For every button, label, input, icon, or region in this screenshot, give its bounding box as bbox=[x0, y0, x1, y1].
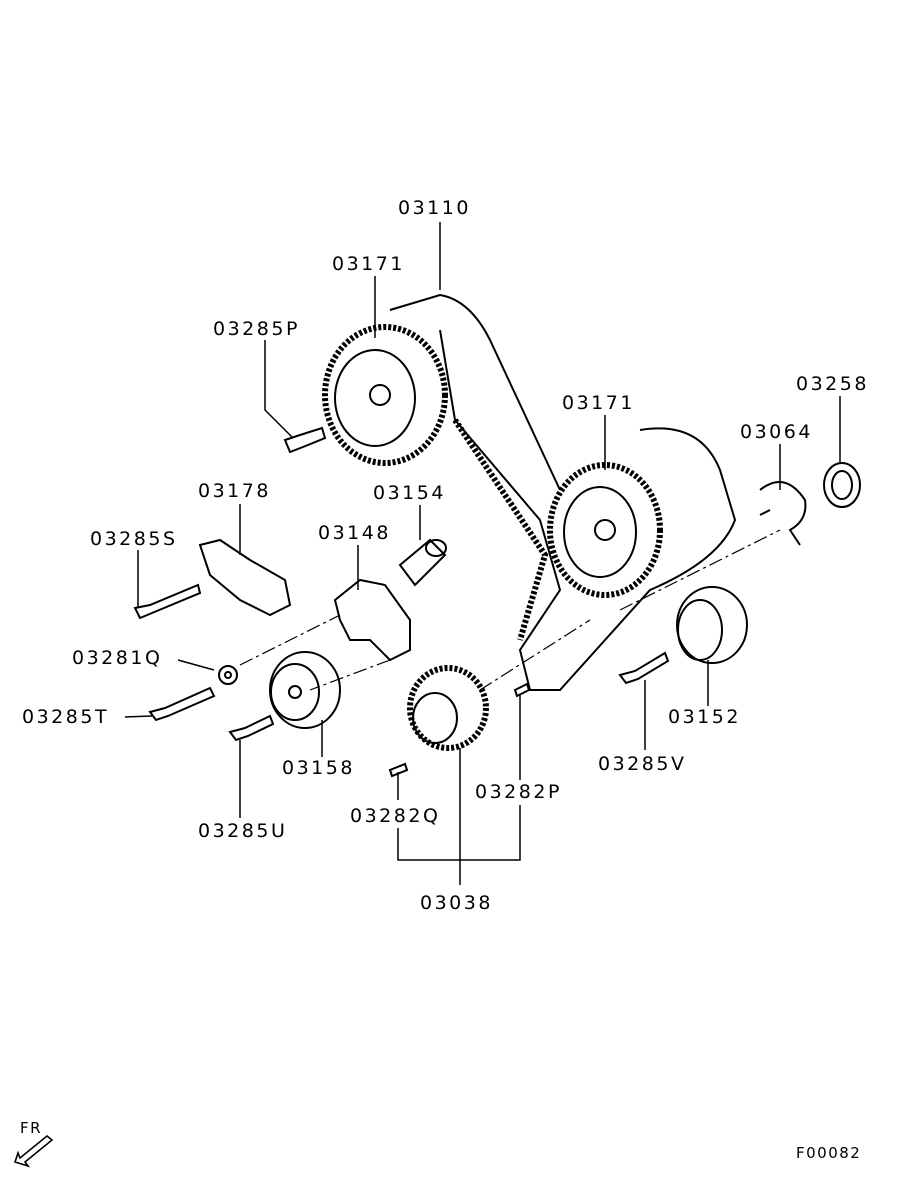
bushing bbox=[398, 538, 447, 587]
label-bolt-s: 03285S bbox=[90, 528, 178, 550]
label-bolt-t: 03285T bbox=[22, 706, 110, 728]
tensioner-arm bbox=[333, 578, 411, 662]
leader-lines bbox=[124, 222, 841, 885]
washer bbox=[218, 665, 238, 685]
label-tensioner-pulley: 03158 bbox=[282, 757, 355, 779]
cam-sprocket-right bbox=[547, 462, 663, 598]
oil-seal bbox=[823, 462, 861, 508]
bolt-p bbox=[283, 426, 327, 454]
label-key-q: 03282Q bbox=[350, 805, 441, 827]
cam-sprocket-left bbox=[322, 324, 448, 466]
auto-tensioner bbox=[198, 538, 292, 617]
label-idler-pulley: 03152 bbox=[668, 706, 741, 728]
idler-pulley bbox=[676, 586, 748, 664]
bolt-t bbox=[148, 686, 216, 722]
label-auto-tensioner: 03178 bbox=[198, 480, 271, 502]
key-p bbox=[513, 682, 531, 698]
label-bolt-v: 03285V bbox=[598, 753, 687, 775]
front-arrow-icon bbox=[13, 1134, 54, 1168]
timing-belt bbox=[389, 293, 737, 691]
key-q bbox=[388, 762, 409, 778]
label-seal: 03258 bbox=[796, 373, 869, 395]
label-cam-sprocket-right: 03171 bbox=[562, 392, 635, 414]
crank-sprocket bbox=[407, 665, 489, 751]
figure-code: F00082 bbox=[796, 1144, 862, 1162]
label-tensioner-arm: 03148 bbox=[318, 522, 391, 544]
label-cam-sprocket-left: 03171 bbox=[332, 253, 405, 275]
tensioner-pulley bbox=[269, 651, 341, 729]
label-plate: 03064 bbox=[740, 421, 813, 443]
plate bbox=[759, 481, 807, 546]
centerlines bbox=[239, 529, 781, 691]
direction-label: FR bbox=[20, 1119, 43, 1137]
label-bolt-p: 03285P bbox=[213, 318, 300, 340]
belt-teeth bbox=[452, 418, 549, 641]
label-bolt-u: 03285U bbox=[198, 820, 288, 842]
label-bushing: 03154 bbox=[373, 482, 446, 504]
label-crank-sprocket: 03038 bbox=[420, 892, 493, 914]
bolt-s bbox=[133, 583, 202, 620]
bolt-u bbox=[228, 714, 275, 742]
label-belt: 03110 bbox=[398, 197, 471, 219]
label-washer: 03281Q bbox=[72, 647, 163, 669]
bolt-v bbox=[618, 651, 670, 685]
label-key-p: 03282P bbox=[475, 781, 562, 803]
